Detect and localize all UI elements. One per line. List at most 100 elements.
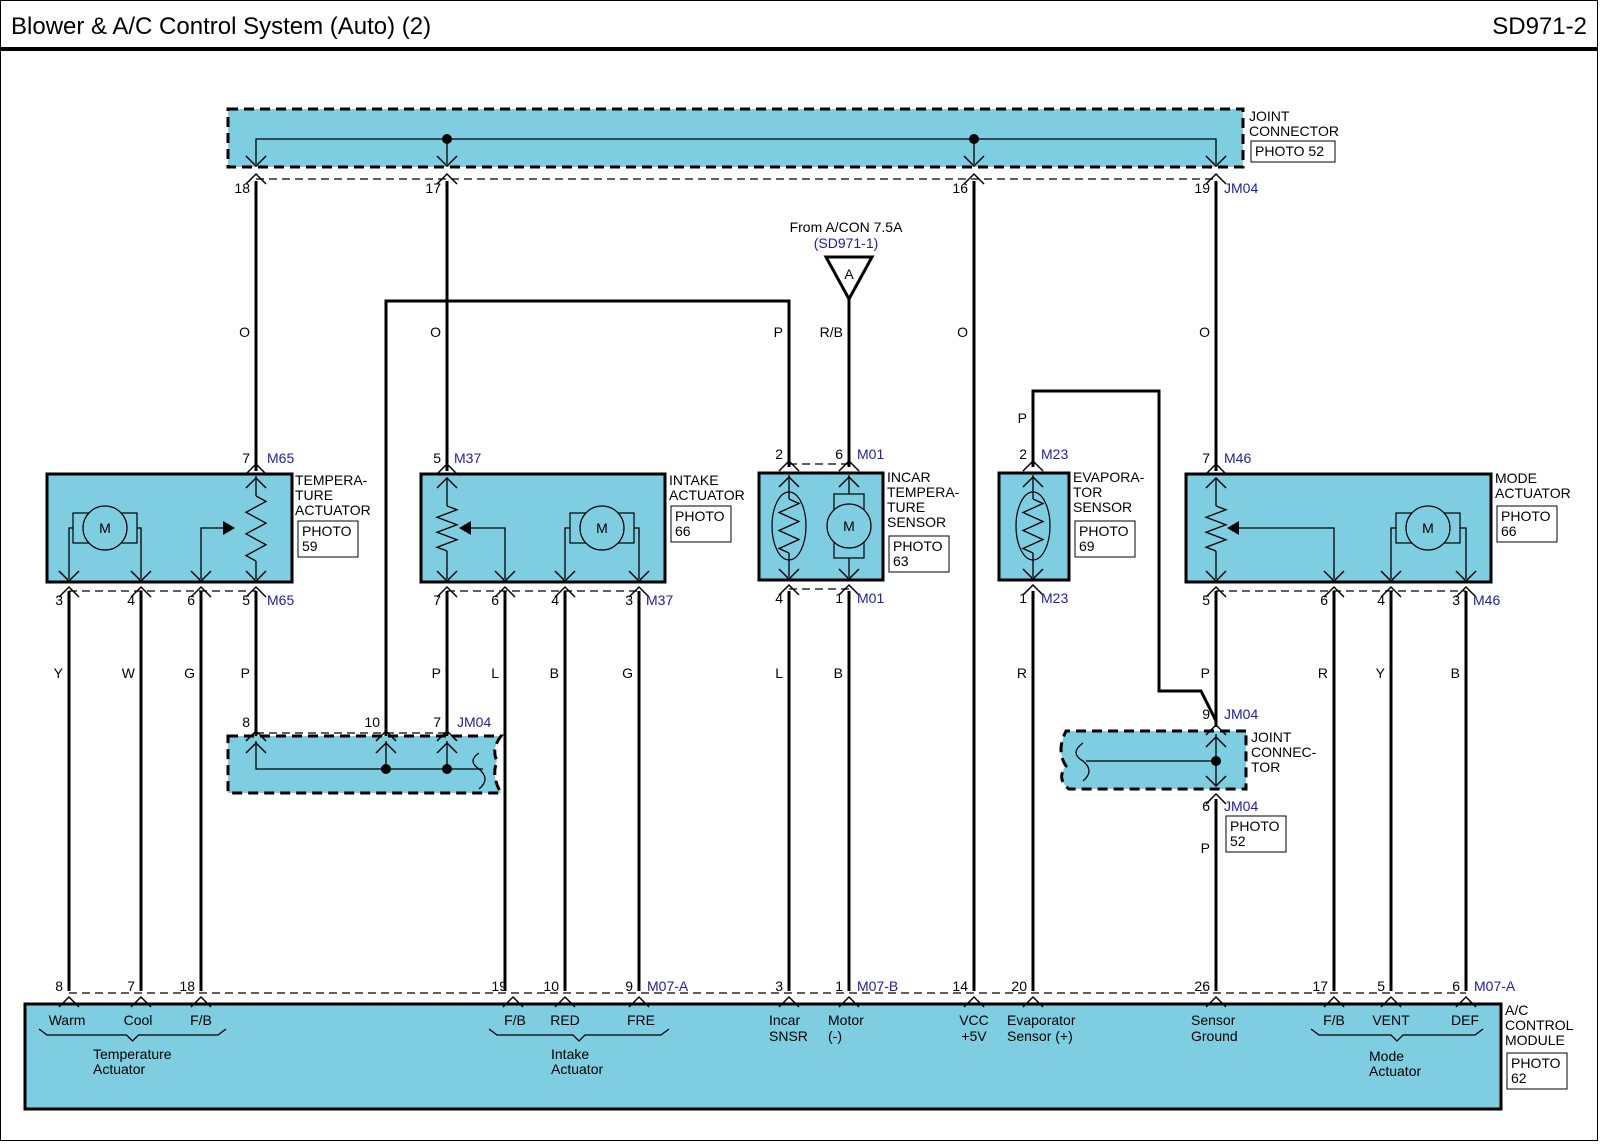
pin-terminal: [1022, 995, 1044, 1008]
photo-label: 66: [675, 523, 691, 539]
pin-terminal: [1323, 585, 1345, 598]
connector-id: M07-A: [647, 978, 689, 994]
splice-break-icon: [472, 752, 486, 790]
pin-arrow: [130, 570, 152, 583]
photo-label: PHOTO 52: [1255, 143, 1324, 159]
pin-terminal: [436, 172, 458, 185]
photo-box: [670, 505, 732, 543]
connector-id: M07-B: [857, 978, 898, 994]
component-label: ACTUATOR: [295, 502, 371, 518]
connector-id: JM04: [1224, 706, 1258, 722]
component-label: TOR: [1073, 484, 1102, 500]
pin-number: 10: [364, 714, 380, 730]
pin-number: 16: [952, 180, 968, 196]
pin-number: 7: [1202, 450, 1210, 466]
pin-arrow: [1205, 775, 1227, 788]
group-label: Temperature: [93, 1046, 172, 1062]
pin-arrow: [1455, 570, 1477, 583]
photo-label: PHOTO: [1230, 818, 1280, 834]
pin-arrow: [436, 741, 458, 754]
pin-arrow: [1205, 155, 1227, 168]
module-pin-function: Evaporator: [1007, 1012, 1076, 1028]
joint-connector-label: CONNEC-: [1251, 744, 1317, 760]
wire-color-label: L: [491, 665, 499, 681]
wire-color-label: P: [774, 324, 783, 340]
wiper-arrow-icon: [459, 521, 471, 535]
connector-id: M07-A: [1474, 978, 1516, 994]
module-pin-function: Motor: [828, 1012, 864, 1028]
connector-id: M65: [267, 592, 294, 608]
pin-terminal: [838, 995, 860, 1008]
pin-terminal: [628, 995, 650, 1008]
joint-connector-left: [226, 734, 505, 795]
pin-number: 7: [127, 978, 135, 994]
pin-number: 5: [1377, 978, 1385, 994]
pin-terminal: [1205, 995, 1227, 1008]
group-brace-intake: [488, 1028, 670, 1042]
pin-terminal: [190, 995, 212, 1008]
pin-number: 1: [835, 978, 843, 994]
photo-box: [297, 520, 359, 558]
pin-number: 9: [1202, 706, 1210, 722]
module-label: MODULE: [1505, 1032, 1565, 1048]
pin-terminal: [130, 585, 152, 598]
photo-label: PHOTO: [1501, 508, 1551, 524]
header: Blower & A/C Control System (Auto) (2) S…: [1, 1, 1597, 51]
resistor-icon: [1204, 505, 1228, 552]
internal-wire: [137, 527, 142, 579]
pin-number: 8: [242, 714, 250, 730]
pin-number: 26: [1194, 978, 1210, 994]
connector-id: M01: [857, 446, 884, 462]
module-pin-function: F/B: [1323, 1012, 1345, 1028]
pin-terminal: [494, 585, 516, 598]
motor-icon: [82, 505, 128, 551]
pin-number: 3: [775, 978, 783, 994]
module-pin-function: FRE: [627, 1012, 655, 1028]
pin-arrow: [58, 570, 80, 583]
wire-color-label: R/B: [820, 324, 843, 340]
pin-terminal: [58, 585, 80, 598]
pin-arrow: [436, 155, 458, 168]
pin-number: 2: [1019, 446, 1027, 462]
pin-arrow: [436, 476, 458, 489]
pin-terminal: [838, 459, 860, 472]
pin-number: 3: [1452, 592, 1460, 608]
connector-id: M37: [454, 450, 481, 466]
wire-color-label: B: [1451, 665, 1460, 681]
wire-color-label: P: [1201, 840, 1210, 856]
wire-color-label: P: [241, 665, 250, 681]
module-pin-function: Sensor: [1191, 1012, 1236, 1028]
internal-wire: [564, 527, 570, 579]
wire-p-evap: [1031, 389, 1218, 722]
module-pin-function: SNSR: [769, 1028, 808, 1044]
resistor-icon: [1021, 498, 1045, 554]
pin-arrow: [1022, 568, 1044, 581]
pin-arrow: [1205, 476, 1227, 489]
page-title: Blower & A/C Control System (Auto) (2): [11, 13, 432, 40]
component-label: TURE: [887, 499, 925, 515]
pin-arrow: [554, 570, 576, 583]
pin-number: 14: [952, 978, 968, 994]
pin-arrow: [190, 570, 212, 583]
pin-number: 7: [242, 450, 250, 466]
internal-wire: [471, 527, 506, 579]
motor-icon: [1405, 505, 1451, 551]
pin-terminal: [1205, 462, 1227, 475]
wire-color-label: P: [1018, 410, 1027, 426]
connection-point-letter: A: [844, 266, 854, 282]
photo-label: PHOTO: [302, 523, 352, 539]
pin-terminal: [778, 459, 800, 472]
motor-symbol-label: M: [99, 520, 111, 536]
wire-color-label: R: [1318, 665, 1328, 681]
pin-terminal: [245, 172, 267, 185]
splice-break-icon: [1075, 742, 1090, 782]
pin-number: 1: [1019, 590, 1027, 606]
wire-p-incar: [384, 299, 791, 736]
pin-number: 3: [625, 592, 633, 608]
component-label: SENSOR: [1073, 499, 1132, 515]
connector-id: M46: [1473, 592, 1500, 608]
pin-number: 1: [835, 590, 843, 606]
resistor-icon: [435, 505, 459, 552]
motor-icon: [826, 503, 872, 549]
connector-id: JM04: [1224, 180, 1258, 196]
